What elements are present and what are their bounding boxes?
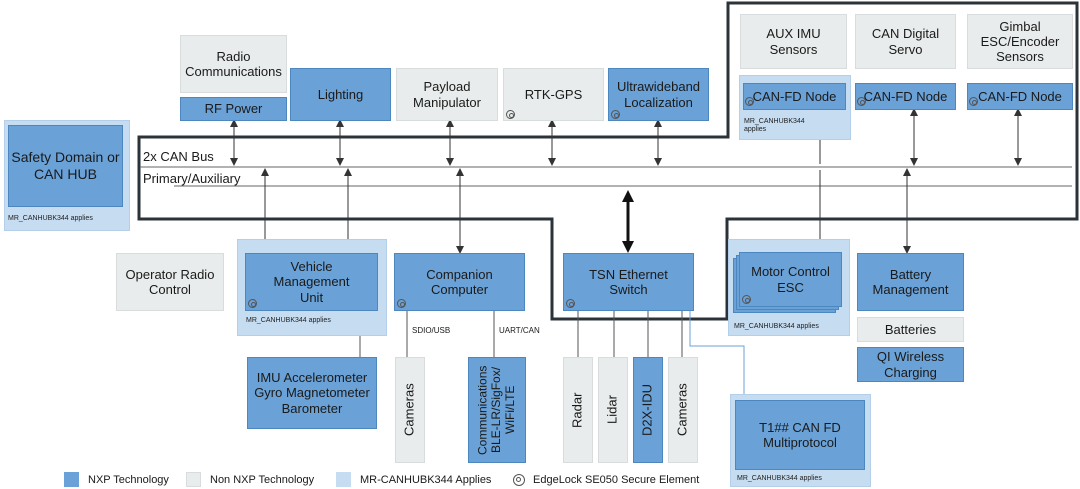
legend-mr-swatch [336, 472, 351, 487]
batteries-label: Batteries [884, 321, 937, 337]
cameras-right-label: Cameras [674, 383, 690, 437]
vmu-mr-note: MR_CANHUBK344 applies [246, 317, 331, 324]
cameras-right-box [668, 357, 698, 463]
companion-computer-label: Companion Computer [426, 266, 493, 297]
uwb-localization-label: Ultrawideband Localization [616, 79, 701, 110]
legend-se-label: EdgeLock SE050 Secure Element [533, 474, 700, 486]
secure-element-icon [611, 110, 620, 119]
legend-non-nxp-label: Non NXP Technology [210, 474, 315, 486]
t1-mr-note: MR_CANHUBK344 applies [737, 475, 822, 482]
legend-nxp-swatch [64, 472, 79, 487]
secure-element-icon [513, 474, 525, 486]
canfd-mr-note: MR_CANHUBK344 applies [744, 118, 805, 134]
motor-control-label: Motor Control ESC [751, 264, 830, 295]
gimbal-label: Gimbal ESC/Encoder Sensors [980, 18, 1060, 65]
payload-manipulator-box: Payload Manipulator [396, 68, 498, 121]
secure-element-icon [969, 97, 978, 106]
imu-box: IMU Accelerometer Gyro Magnetometer Baro… [247, 357, 377, 429]
secure-element-icon [397, 299, 406, 308]
safety-mr-note: MR_CANHUBK344 applies [8, 215, 93, 222]
canfd-node-label-2: CAN-FD Node [863, 88, 948, 104]
legend-mr-label: MR-CANHUBK344 Applies [360, 474, 492, 486]
can-bus-label: 2x CAN Bus [143, 149, 214, 164]
d2x-idu-box [633, 357, 663, 463]
secure-element-icon [745, 97, 754, 106]
canfd-node-box-2: CAN-FD Node [855, 83, 956, 110]
t1-canfd-label: T1## CAN FD Multiprotocol [759, 419, 841, 450]
can-digital-servo-box: CAN Digital Servo [855, 14, 956, 69]
can-digital-servo-label: CAN Digital Servo [871, 26, 940, 57]
radar-box [563, 357, 593, 463]
operator-radio-label: Operator Radio Control [125, 266, 215, 297]
sdio-usb-label: SDIO/USB [412, 326, 451, 335]
radio-communications-label: Radio Communications [185, 48, 282, 79]
canfd-node-box-1: CAN-FD Node [743, 83, 846, 110]
secure-element-icon [742, 295, 751, 304]
companion-computer-box: Companion Computer [394, 253, 525, 311]
imu-label: IMU Accelerometer Gyro Magnetometer Baro… [254, 370, 370, 416]
cameras-left-box [395, 357, 425, 463]
communications-box [468, 357, 526, 463]
motor-mr-note: MR_CANHUBK344 applies [734, 323, 819, 330]
canfd-node-label-1: CAN-FD Node [752, 88, 837, 104]
cameras-left-label: Cameras [401, 383, 417, 437]
motor-control-box: Motor Control ESC [739, 252, 842, 307]
operator-radio-box: Operator Radio Control [116, 253, 224, 311]
secure-element-icon [506, 110, 515, 119]
lidar-box [598, 357, 628, 463]
secure-element-icon [857, 97, 866, 106]
battery-management-box: Battery Management [857, 253, 964, 311]
communications-label: Communications BLE-LR/SigFox/ WiFi/LTE [475, 365, 517, 455]
rtk-gps-box: RTK-GPS [503, 68, 604, 121]
qi-charging-label: QI Wireless Charging [876, 349, 945, 380]
secure-element-icon [566, 299, 575, 308]
aux-imu-box: AUX IMU Sensors [740, 14, 847, 69]
lighting-box: Lighting [290, 68, 391, 121]
domain-outline [137, 1, 1079, 321]
canfd-node-label-3: CAN-FD Node [978, 88, 1062, 104]
primary-auxiliary-label: Primary/Auxiliary [143, 171, 241, 186]
uwb-localization-box: Ultrawideband Localization [608, 68, 709, 121]
secure-element-icon [248, 299, 257, 308]
radar-label: Radar [569, 392, 585, 428]
tsn-switch-box: TSN Ethernet Switch [563, 253, 694, 311]
canfd-node-box-3: CAN-FD Node [967, 83, 1073, 110]
battery-management-label: Battery Management [872, 266, 949, 297]
vmu-box: Vehicle Management Unit [245, 253, 378, 311]
d2x-idu-label: D2X-IDU [639, 384, 655, 437]
qi-charging-box: QI Wireless Charging [857, 347, 964, 382]
gimbal-box: Gimbal ESC/Encoder Sensors [967, 14, 1073, 69]
rf-power-label: RF Power [204, 101, 263, 117]
safety-domain-label: Safety Domain or CAN HUB [11, 149, 120, 182]
rtk-gps-label: RTK-GPS [524, 86, 583, 102]
lidar-label: Lidar [604, 395, 620, 425]
uart-can-label: UART/CAN [499, 326, 540, 335]
rf-power-box: RF Power [180, 97, 287, 121]
aux-imu-label: AUX IMU Sensors [766, 26, 821, 57]
legend-nxp-label: NXP Technology [88, 474, 169, 486]
payload-manipulator-label: Payload Manipulator [413, 79, 481, 110]
legend-non-nxp-swatch [186, 472, 201, 487]
radio-communications-box: Radio Communications [180, 35, 287, 93]
t1-canfd-box: T1## CAN FD Multiprotocol [735, 400, 865, 470]
batteries-box: Batteries [857, 317, 964, 342]
safety-domain-box: Safety Domain or CAN HUB [8, 125, 123, 207]
tsn-switch-label: TSN Ethernet Switch [589, 266, 668, 297]
vmu-label: Vehicle Management Unit [273, 259, 350, 305]
lighting-label: Lighting [317, 86, 364, 102]
